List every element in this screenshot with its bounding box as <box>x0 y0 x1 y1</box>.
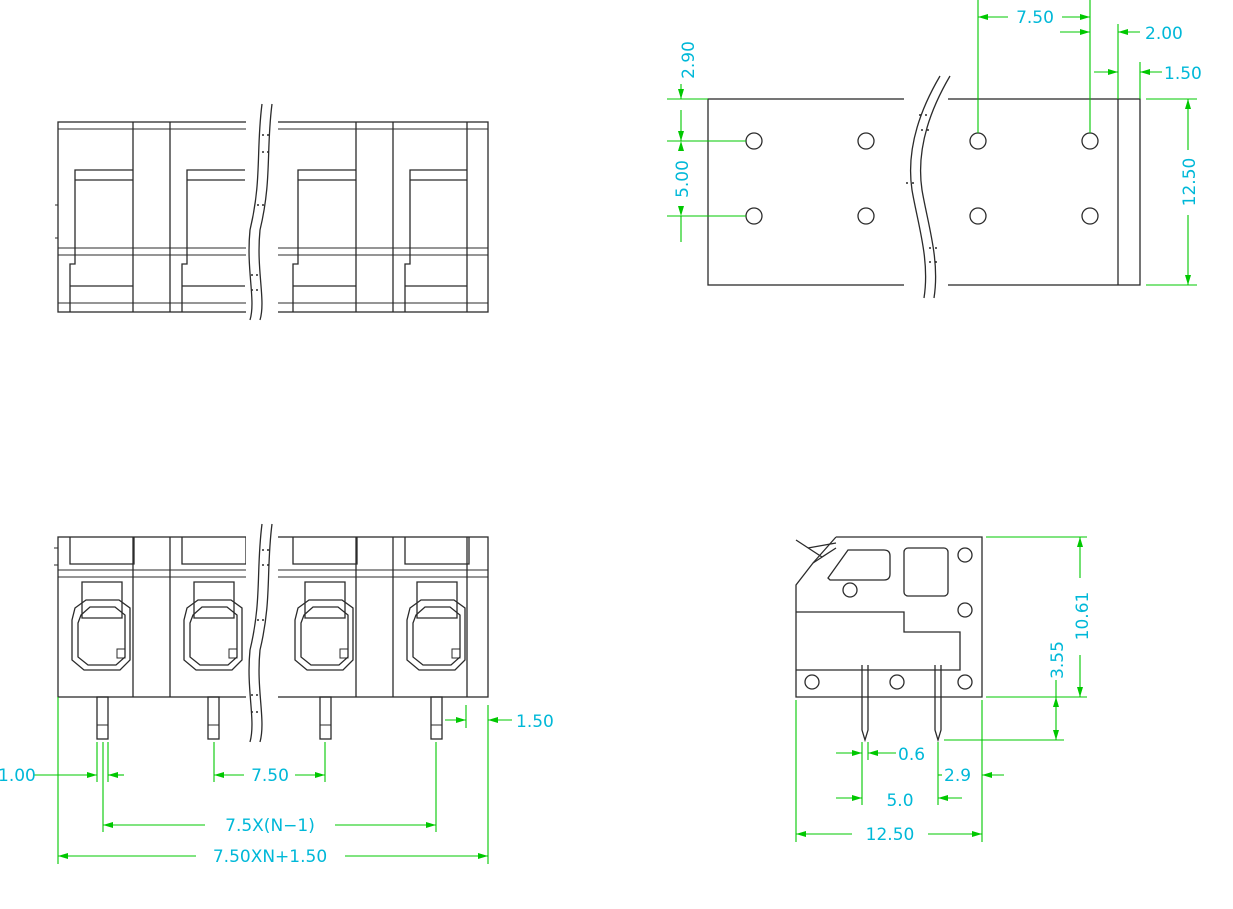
side-hole-2 <box>842 582 858 598</box>
front-view-dimensions: 1.00 7.50 1.50 7.5X(N−1) 7.50XN+1.50 <box>0 697 554 867</box>
hole-a2 <box>857 132 875 150</box>
side-pins <box>861 665 942 743</box>
side-hole-5 <box>889 674 905 690</box>
dim-side-pin-spacing: 5.0 <box>886 791 913 811</box>
front-terminal-1 <box>69 537 135 671</box>
dim-side-pin-length: 3.55 <box>1048 641 1068 679</box>
break-dots-front <box>251 549 269 713</box>
rear-slot-4 <box>404 169 467 312</box>
break-dots-top <box>906 114 937 263</box>
top-view-dimensions: 7.50 2.00 1.50 2.90 5.00 12.50 <box>667 0 1202 286</box>
front-pins <box>96 696 443 740</box>
rear-slot-1 <box>69 169 133 312</box>
dim-side-pin-width: 0.6 <box>898 745 925 765</box>
rear-slot-2 <box>181 169 245 312</box>
hole-a1 <box>745 132 763 150</box>
front-terminal-3 <box>292 537 358 671</box>
dim-row-spacing: 5.00 <box>673 160 693 198</box>
dim-top-edge-left: 2.00 <box>1145 24 1183 44</box>
dim-top-offset: 2.90 <box>679 41 699 79</box>
side-hole-6 <box>957 674 973 690</box>
dim-side-pin-offset: 2.9 <box>944 766 971 786</box>
side-view <box>795 536 983 743</box>
side-view-dimensions: 10.61 3.55 0.6 2.9 5.0 12.50 <box>795 536 1093 845</box>
side-hole-4 <box>804 674 820 690</box>
hole-b2 <box>857 207 875 225</box>
hole-a3 <box>969 132 987 150</box>
dim-front-edge-right: 1.50 <box>516 712 554 732</box>
dim-top-edge-right: 1.50 <box>1164 64 1202 84</box>
front-terminal-2 <box>181 537 247 671</box>
hole-b3 <box>969 207 987 225</box>
dim-front-pin-span: 7.5X(N−1) <box>225 816 315 836</box>
rear-slot-3 <box>292 169 356 312</box>
dim-top-depth: 12.50 <box>1180 158 1200 207</box>
dim-front-overall: 7.50XN+1.50 <box>213 847 327 867</box>
rear-view <box>55 103 489 321</box>
side-hole-1 <box>957 547 973 563</box>
front-terminal-4 <box>404 537 470 671</box>
hole-b1 <box>745 207 763 225</box>
dim-front-pin-width: 1.00 <box>0 766 36 786</box>
dim-side-height: 10.61 <box>1073 592 1093 641</box>
dim-front-pitch: 7.50 <box>251 766 289 786</box>
dim-side-depth: 12.50 <box>866 825 915 845</box>
break-dots-rear <box>251 134 269 291</box>
hole-a4 <box>1081 132 1099 150</box>
top-view <box>707 75 1141 299</box>
hole-b4 <box>1081 207 1099 225</box>
side-hole-3 <box>957 602 973 618</box>
front-view <box>54 523 489 743</box>
dim-top-pitch: 7.50 <box>1016 8 1054 28</box>
